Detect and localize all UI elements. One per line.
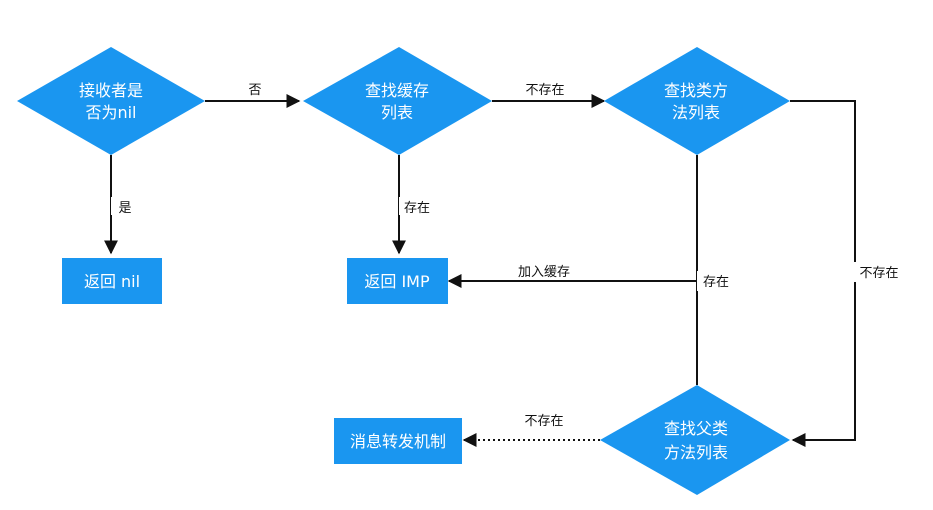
edge-class-not-exist [790,100,856,447]
edge-labels: 否 是 不存在 存在 加入缓存 存在 不存在 不存在 [111,80,906,429]
decision-find-super-methods-line2: 方法列表 [664,443,728,462]
decision-find-super-methods-line1: 查找父类 [664,419,728,438]
process-return-nil-label: 返回 nil [84,272,140,291]
edge-label-exist-1: 存在 [404,201,430,216]
edge-label-not-exist-3: 不存在 [524,414,563,429]
decision-find-cache-line2: 列表 [381,103,413,122]
process-return-nil: 返回 nil [62,258,162,304]
label-bg [243,80,267,98]
edge-label-exist-2: 存在 [703,275,729,290]
process-return-imp-label: 返回 IMP [364,272,430,291]
edge-label-add-cache: 加入缓存 [518,265,570,280]
decision-receiver-nil-line2: 否为nil [85,103,136,122]
edge-label-no: 否 [248,83,261,98]
label-bg [697,271,735,291]
label-bg [111,197,135,215]
decision-find-cache-line1: 查找缓存 [365,81,429,100]
edges [104,94,856,447]
process-message-forwarding: 消息转发机制 [334,418,462,464]
decision-find-class-methods-line2: 法列表 [672,103,720,122]
decision-find-super-methods: 查找父类 方法列表 [600,385,790,495]
decision-receiver-nil-line1: 接收者是 [79,81,143,100]
edge-label-not-exist-2: 不存在 [859,266,898,281]
decision-find-class-methods-line1: 查找类方 [664,81,728,100]
edge-label-yes: 是 [118,201,131,216]
label-bg [850,262,906,282]
decision-find-class-methods: 查找类方 法列表 [604,47,790,155]
edge-label-not-exist-1: 不存在 [525,83,564,98]
label-bg [399,197,437,215]
process-return-imp: 返回 IMP [347,258,448,304]
process-message-forwarding-label: 消息转发机制 [350,432,446,451]
decision-find-cache: 查找缓存 列表 [303,47,492,155]
decision-receiver-nil: 接收者是 否为nil [17,47,205,155]
